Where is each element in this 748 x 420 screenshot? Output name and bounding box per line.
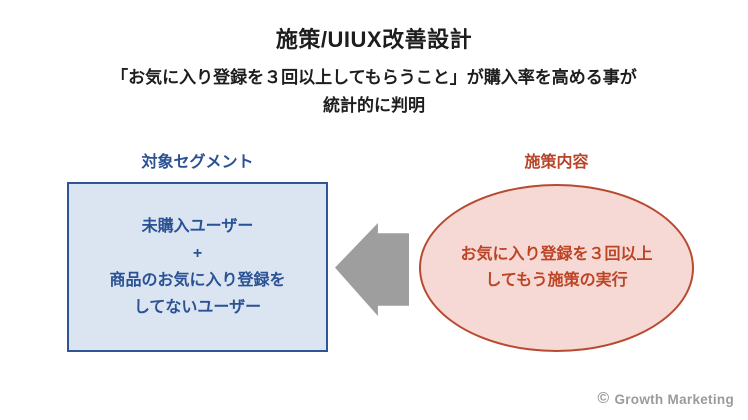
target-segment-box-text: 未購入ユーザー + 商品のお気に入り登録を してないユーザー (109, 213, 285, 321)
segment-line-plus: + (192, 245, 203, 262)
slide-subtitle: 「お気に入り登録を３回以上してもらうこと」が購入率を高める事が 統計的に判明 (0, 64, 748, 120)
target-segment-box: 未購入ユーザー + 商品のお気に入り登録を してないユーザー (67, 182, 328, 352)
copyright-icon: © (597, 390, 610, 407)
subtitle-line-1: 「お気に入り登録を３回以上してもらうこと」が購入率を高める事が (111, 68, 637, 87)
copyright-footer: © Growth Marketing (597, 391, 734, 407)
brand-name: Growth Marketing (614, 391, 734, 407)
measure-content-label: 施策内容 (524, 154, 589, 171)
target-segment-label: 対象セグメント (141, 154, 254, 171)
measure-line-2: してもう施策の実行 (485, 272, 628, 289)
subtitle-line-2: 統計的に判明 (323, 96, 425, 115)
measure-content-ellipse: お気に入り登録を３回以上 してもう施策の実行 (419, 184, 694, 352)
segment-line-3: してないユーザー (133, 299, 262, 316)
segment-line-2: 商品のお気に入り登録を (109, 272, 286, 289)
left-block-arrow-icon (335, 223, 409, 316)
page-title: 施策/UIUX改善設計 (275, 27, 473, 52)
measure-line-1: お気に入り登録を３回以上 (460, 246, 653, 263)
segment-line-1: 未購入ユーザー (141, 218, 254, 235)
measure-content-ellipse-text: お気に入り登録を３回以上 してもう施策の実行 (460, 242, 652, 294)
